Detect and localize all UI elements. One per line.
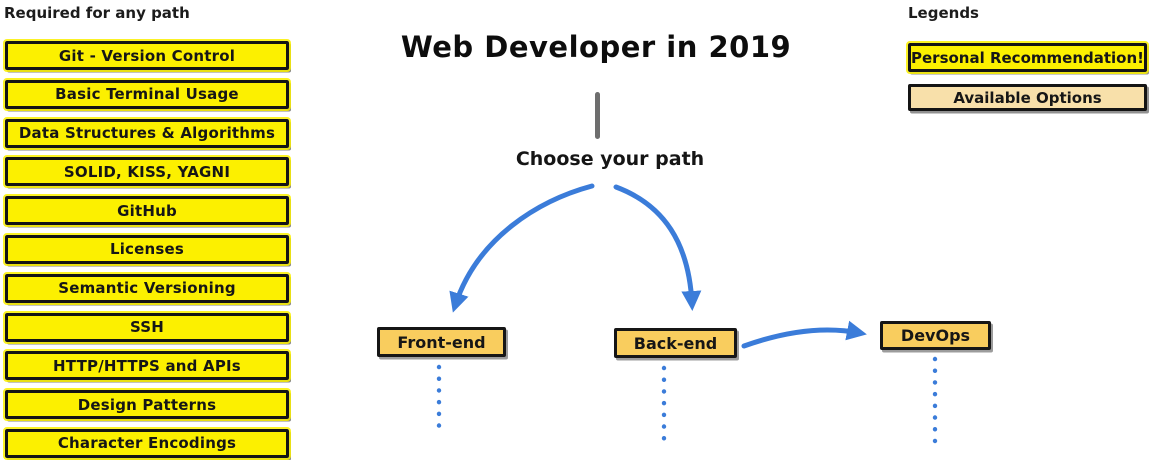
arrow-to-backend [613,184,702,311]
arrow-backend-to-devops [741,320,867,349]
required-section-heading: Required for any path [4,4,190,22]
topic-box-http-apis: HTTP/HTTPS and APIs [3,349,291,383]
required-topic-list: Git - Version Control Basic Terminal Usa… [3,39,291,460]
topic-box-github: GitHub [3,194,291,228]
topic-box-git: Git - Version Control [3,39,291,72]
topic-box-solid-kiss-yagni: SOLID, KISS, YAGNI [3,155,291,189]
node-front-end: Front-end [377,327,506,357]
node-back-end: Back-end [614,328,737,358]
page-title: Web Developer in 2019 [400,30,792,64]
topic-box-terminal: Basic Terminal Usage [3,77,291,111]
arrow-to-frontend [449,183,595,313]
topic-box-character-encodings: Character Encodings [3,426,291,460]
legend-available-options: Available Options [908,84,1147,111]
topic-box-data-structures: Data Structures & Algorithms [3,116,291,150]
topic-box-design-patterns: Design Patterns [3,388,291,422]
legend-personal-recommendation: Personal Recommendation! [906,41,1149,74]
node-devops: DevOps [880,321,991,350]
choose-path-label: Choose your path [515,148,705,170]
title-connector-line [595,92,600,139]
topic-box-licenses: Licenses [3,232,291,266]
legends-heading: Legends [908,4,979,22]
topic-box-semantic-versioning: Semantic Versioning [3,271,291,305]
topic-box-ssh: SSH [3,310,291,344]
